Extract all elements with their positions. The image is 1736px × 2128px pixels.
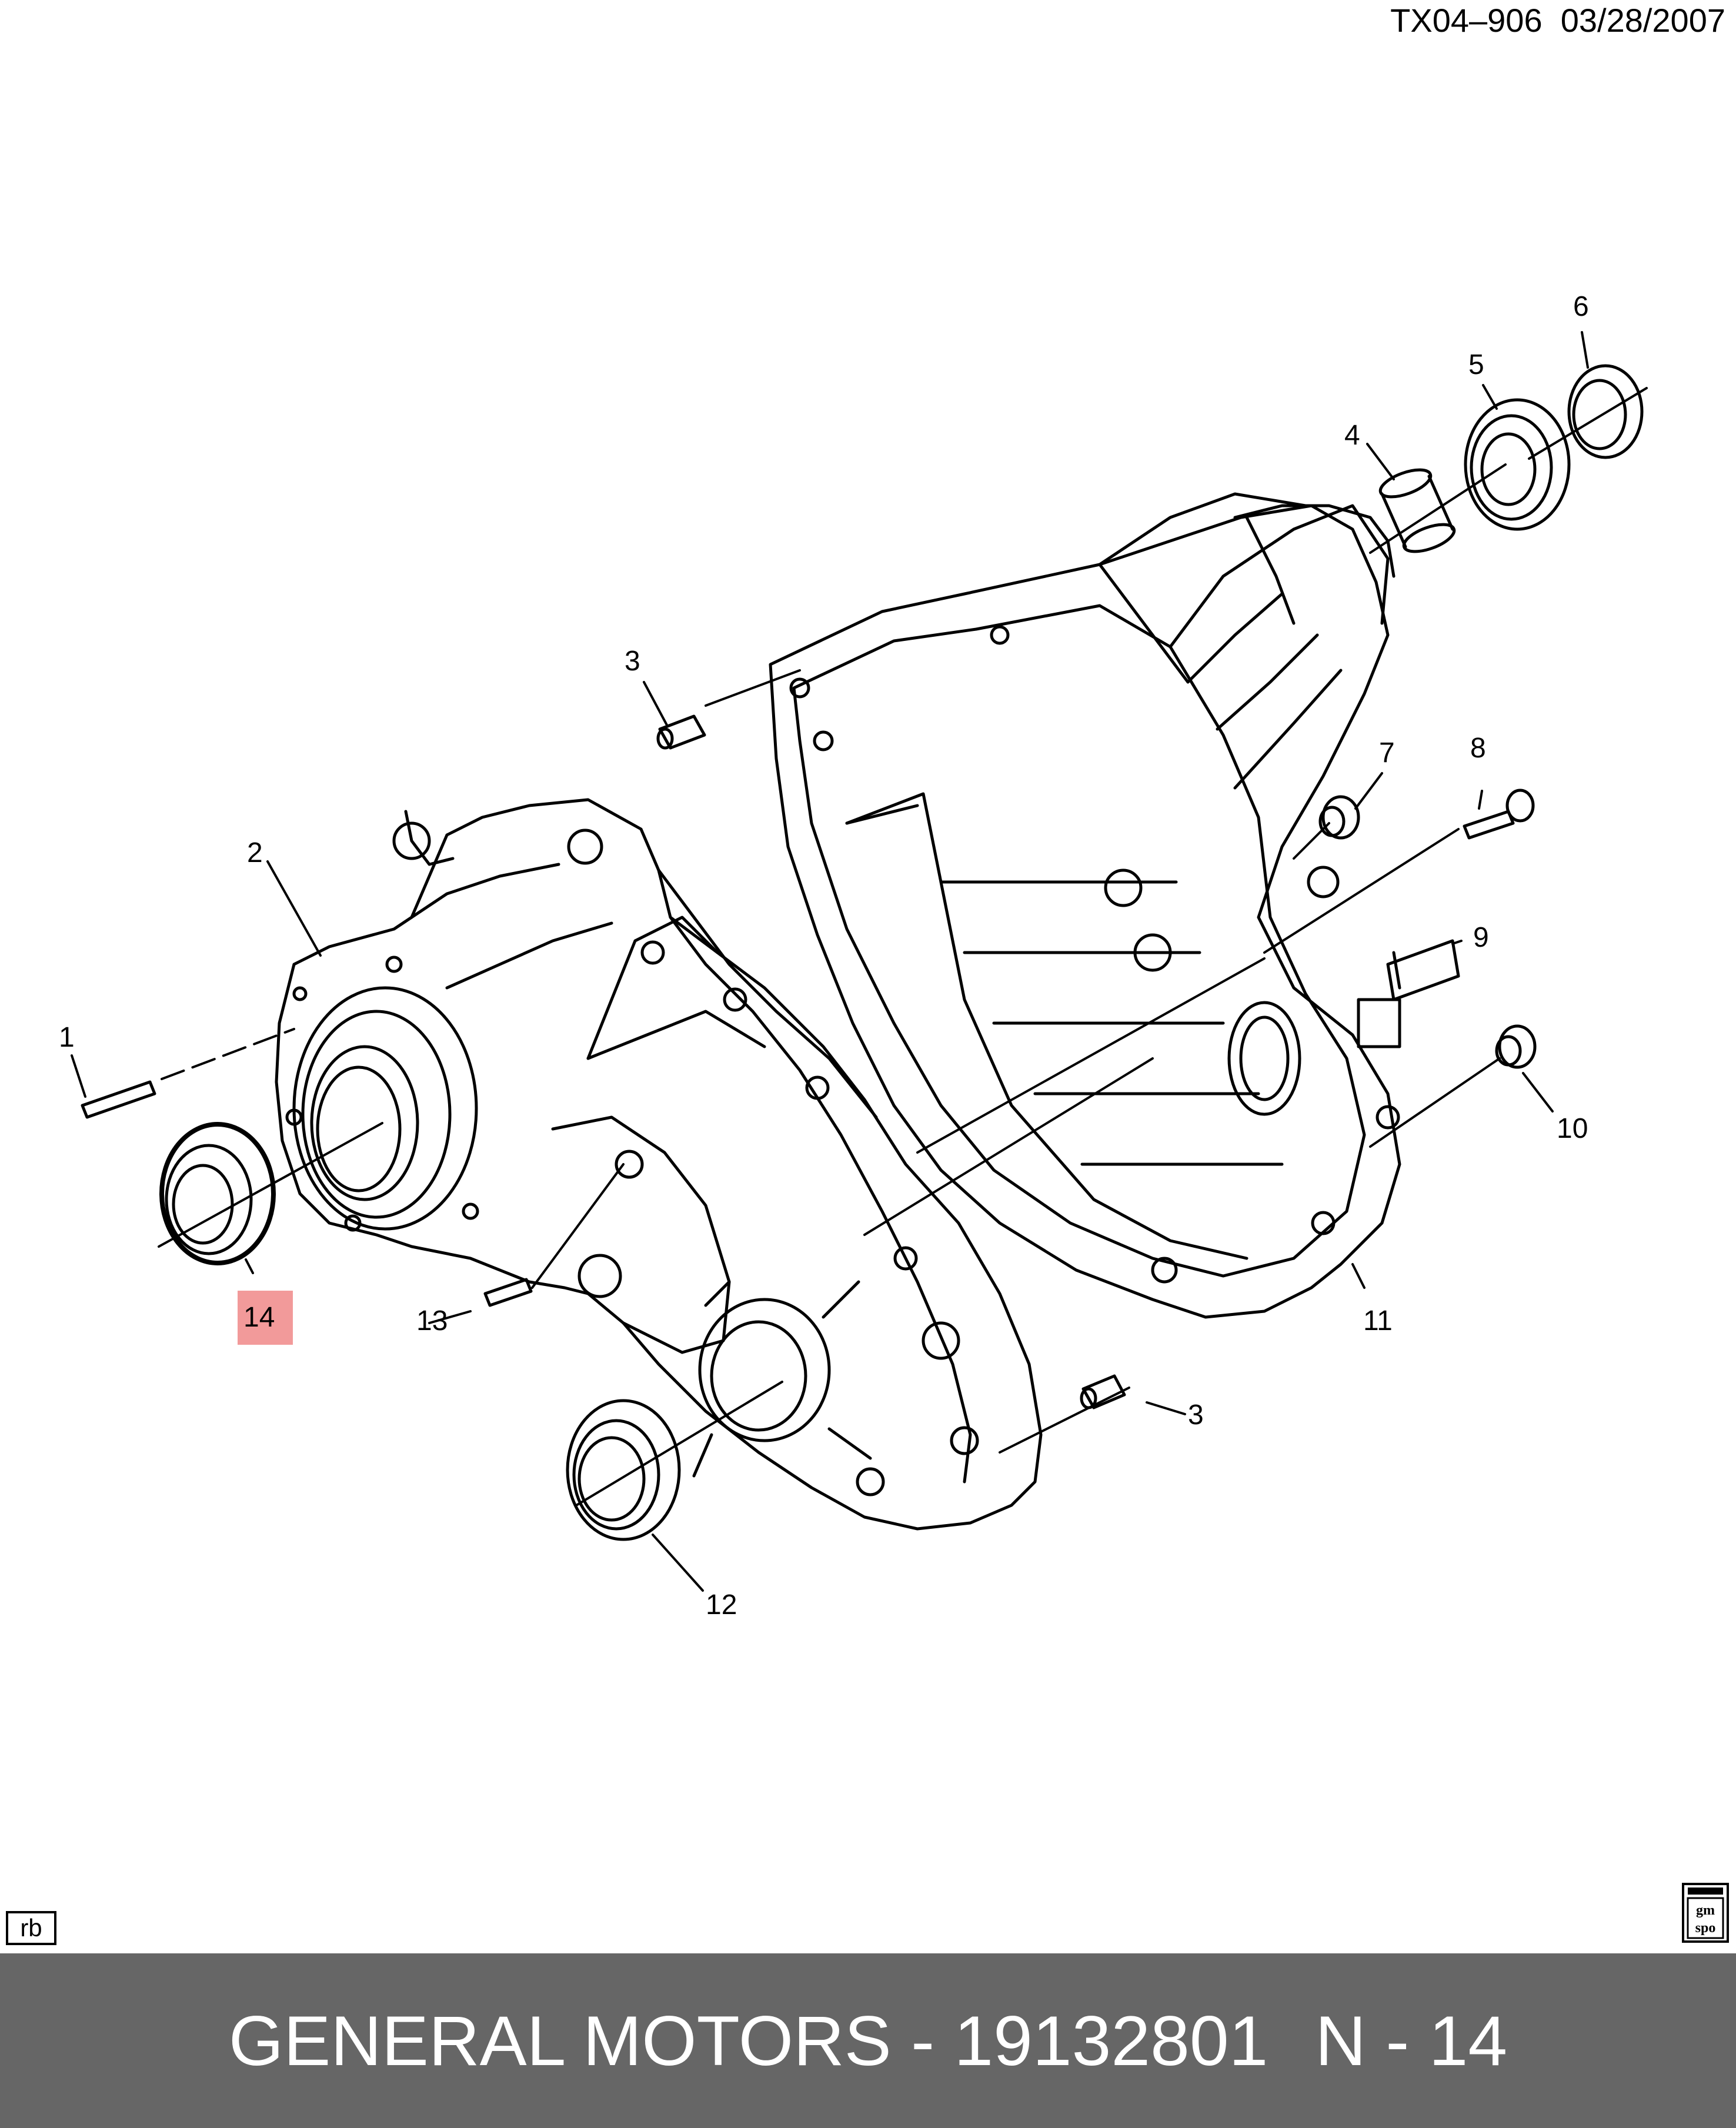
dowel-3-lower bbox=[1081, 1374, 1126, 1409]
seal-14 bbox=[159, 1122, 276, 1265]
gmspo-logo-icon: gm spo bbox=[1682, 1883, 1729, 1943]
case-half-rear bbox=[769, 492, 1401, 1319]
callout-12: 12 bbox=[706, 1589, 737, 1621]
callout-1: 1 bbox=[59, 1022, 75, 1053]
dowel-3-upper bbox=[658, 714, 706, 750]
bearing-6 bbox=[1567, 364, 1644, 459]
callout-14: 14 bbox=[243, 1302, 275, 1333]
svg-text:gm: gm bbox=[1696, 1903, 1715, 1918]
bolt-8 bbox=[1463, 810, 1515, 840]
callout-2: 2 bbox=[247, 837, 263, 868]
stud-1 bbox=[81, 1080, 156, 1119]
part-number-label: GENERAL MOTORS - 19132801 bbox=[228, 2001, 1268, 2080]
callout-4: 4 bbox=[1344, 420, 1360, 451]
callout-3-upper: 3 bbox=[625, 646, 640, 677]
callout-7: 7 bbox=[1379, 737, 1395, 769]
callout-3-lower: 3 bbox=[1188, 1399, 1204, 1431]
plug-7 bbox=[1321, 795, 1360, 840]
svg-text:spo: spo bbox=[1695, 1920, 1716, 1936]
footer-caption: GENERAL MOTORS - 19132801 N - 14 bbox=[0, 1953, 1736, 2128]
reference-number-label: N - 14 bbox=[1315, 2001, 1508, 2080]
callout-14-highlight bbox=[238, 1291, 293, 1345]
sensor-9 bbox=[1386, 939, 1460, 1001]
callout-5: 5 bbox=[1468, 349, 1484, 380]
callout-8: 8 bbox=[1470, 733, 1486, 764]
exploded-parts-diagram: 1 2 3 3 4 5 6 7 8 9 10 11 12 13 14 bbox=[59, 291, 1648, 1621]
plug-10 bbox=[1498, 1024, 1537, 1069]
rb-badge: rb bbox=[6, 1911, 56, 1945]
stud-13 bbox=[483, 1278, 533, 1307]
callout-11: 11 bbox=[1363, 1305, 1393, 1337]
footer-bar: GENERAL MOTORS - 19132801 N - 14 bbox=[0, 1953, 1736, 2128]
diagram-code-date: TX04–906 03/28/2007 bbox=[1390, 2, 1725, 39]
callout-13: 13 bbox=[416, 1305, 448, 1337]
seal-12 bbox=[566, 1399, 681, 1541]
ring-4 bbox=[1378, 468, 1456, 553]
callout-9: 9 bbox=[1473, 922, 1489, 953]
case-half-front bbox=[275, 798, 1043, 1531]
callout-6: 6 bbox=[1573, 291, 1589, 322]
callout-10: 10 bbox=[1557, 1113, 1588, 1144]
bearing-5 bbox=[1464, 398, 1571, 531]
